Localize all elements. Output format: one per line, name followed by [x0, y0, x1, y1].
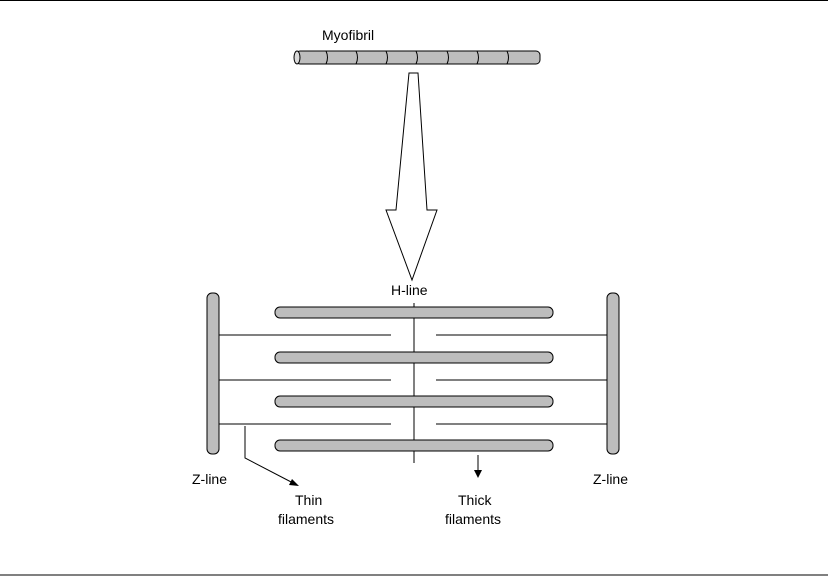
thick-filament [275, 352, 553, 363]
thick-label-line2: filaments [445, 511, 501, 527]
thick-filament [275, 307, 553, 318]
thin-label-line2: filaments [278, 511, 334, 527]
thick-filaments-pointer [474, 455, 482, 478]
thick-filament [275, 396, 553, 407]
thick-label-line1: Thick [458, 492, 492, 508]
thin-filaments-pointer [245, 426, 299, 486]
myofibril-cylinder [294, 51, 540, 64]
h-line-label: H-line [391, 282, 428, 298]
myofibril-label: Myofibril [322, 27, 374, 43]
z-line-right-label: Z-line [593, 471, 628, 487]
thick-filament [275, 440, 553, 451]
z-line-left [207, 293, 219, 454]
zoom-arrow [386, 73, 437, 280]
z-line-left-label: Z-line [192, 471, 227, 487]
thin-label-line1: Thin [295, 492, 322, 508]
z-line-right [607, 293, 619, 454]
